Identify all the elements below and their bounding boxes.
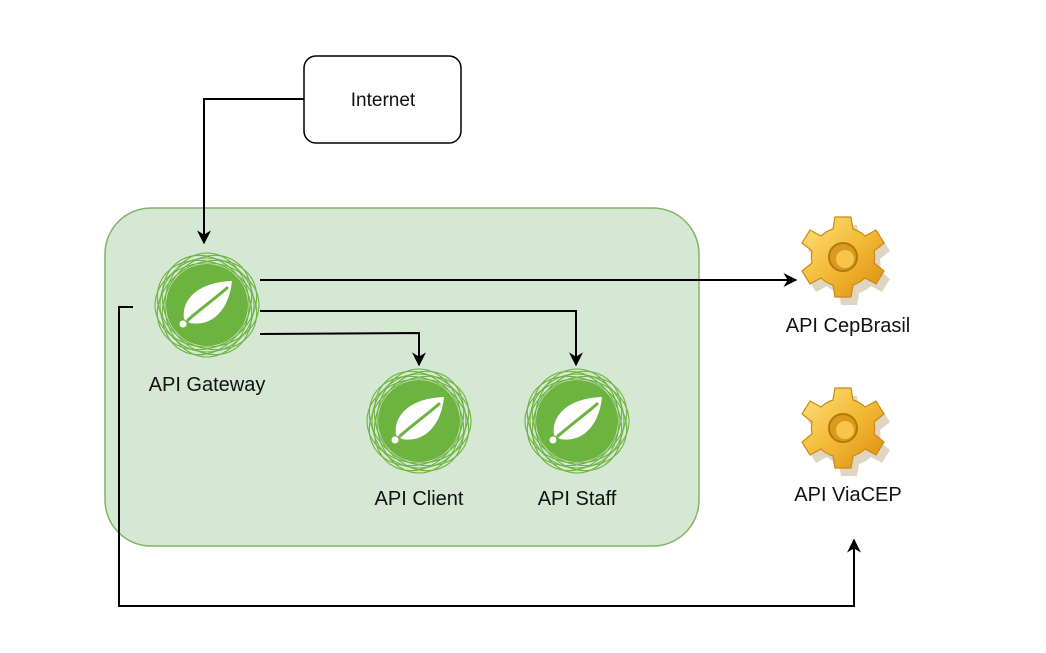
node-api-viacep[interactable]: API ViaCEP [794,387,902,506]
api-cepbrasil-label: API CepBrasil [786,315,911,337]
internet-label: Internet [351,90,416,111]
edges [118,98,861,607]
edge-internet-to-gateway [197,98,304,245]
gear-icon [801,387,891,477]
edge-gateway-to-staff [260,310,583,367]
api-staff-label: API Staff [538,488,617,510]
node-api-staff[interactable]: API Staff [509,353,645,510]
edge-gateway-to-viacep [118,306,861,607]
node-api-gateway[interactable]: API Gateway [139,237,275,396]
api-gateway-label: API Gateway [149,374,266,396]
api-viacep-label: API ViaCEP [794,484,901,506]
node-internet[interactable]: Internet [303,55,462,144]
internet-box [303,55,462,144]
api-client-label: API Client [375,488,464,510]
gear-icon [801,216,891,306]
node-api-cepbrasil[interactable]: API CepBrasil [786,216,911,337]
node-api-client[interactable]: API Client [351,353,487,510]
edge-gateway-to-client [259,331,426,367]
